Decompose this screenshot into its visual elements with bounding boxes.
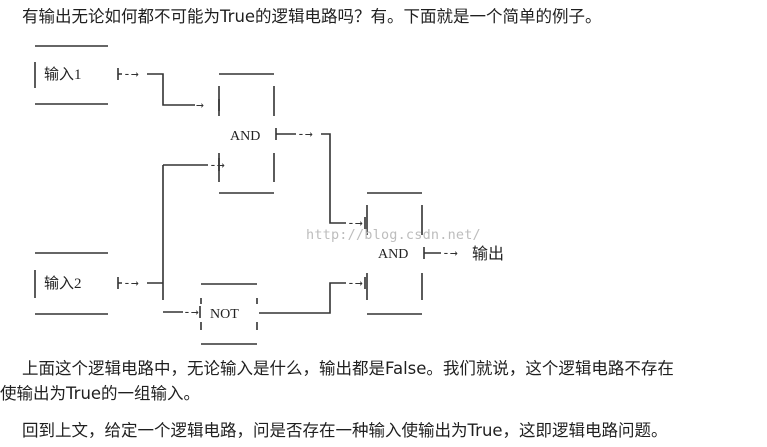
wire-input2-split xyxy=(117,164,208,313)
svg-text:-→: -→ xyxy=(347,216,363,231)
input2-label: 输入2 xyxy=(44,275,82,292)
svg-text:-→: -→ xyxy=(442,246,458,261)
svg-text:-→: -→ xyxy=(347,276,363,291)
svg-text:-→: -→ xyxy=(297,127,313,142)
svg-text:-→: -→ xyxy=(209,158,225,173)
input1-label: 输入1 xyxy=(44,66,82,83)
wire-not-and2 xyxy=(259,282,346,314)
and2-label: AND xyxy=(378,247,408,262)
output-label: 输出 xyxy=(472,244,504,263)
body-paragraph-line2: 使输出为True的一组输入。 xyxy=(0,384,201,403)
and2-gate-box xyxy=(366,192,423,315)
and1-label: AND xyxy=(230,129,260,144)
svg-text:-→: -→ xyxy=(183,305,199,320)
body-paragraph-line3: 回到上文，给定一个逻辑电路，问是否存在一种输入使输出为True，这即逻辑电路问题… xyxy=(22,421,668,440)
body-paragraph-line1: 上面这个逻辑电路中，无论输入是什么，输出都是False。我们就说，这个逻辑电路不… xyxy=(22,359,674,378)
svg-text:-→: -→ xyxy=(123,67,139,82)
wire-and1-and2 xyxy=(275,128,346,224)
wire-input1-and1 xyxy=(117,68,195,106)
not-label: NOT xyxy=(210,307,239,322)
intro-paragraph: 有输出无论如何都不可能为True的逻辑电路吗？有。下面就是一个简单的例子。 xyxy=(22,7,602,26)
svg-text:-→: -→ xyxy=(123,276,139,291)
svg-text:→: → xyxy=(196,98,204,113)
wire-and2-output xyxy=(423,247,441,259)
input1-box xyxy=(34,45,108,105)
not-gate-box xyxy=(200,283,258,345)
watermark: http://blog.csdn.net/ xyxy=(306,227,481,243)
input2-box xyxy=(34,252,108,315)
